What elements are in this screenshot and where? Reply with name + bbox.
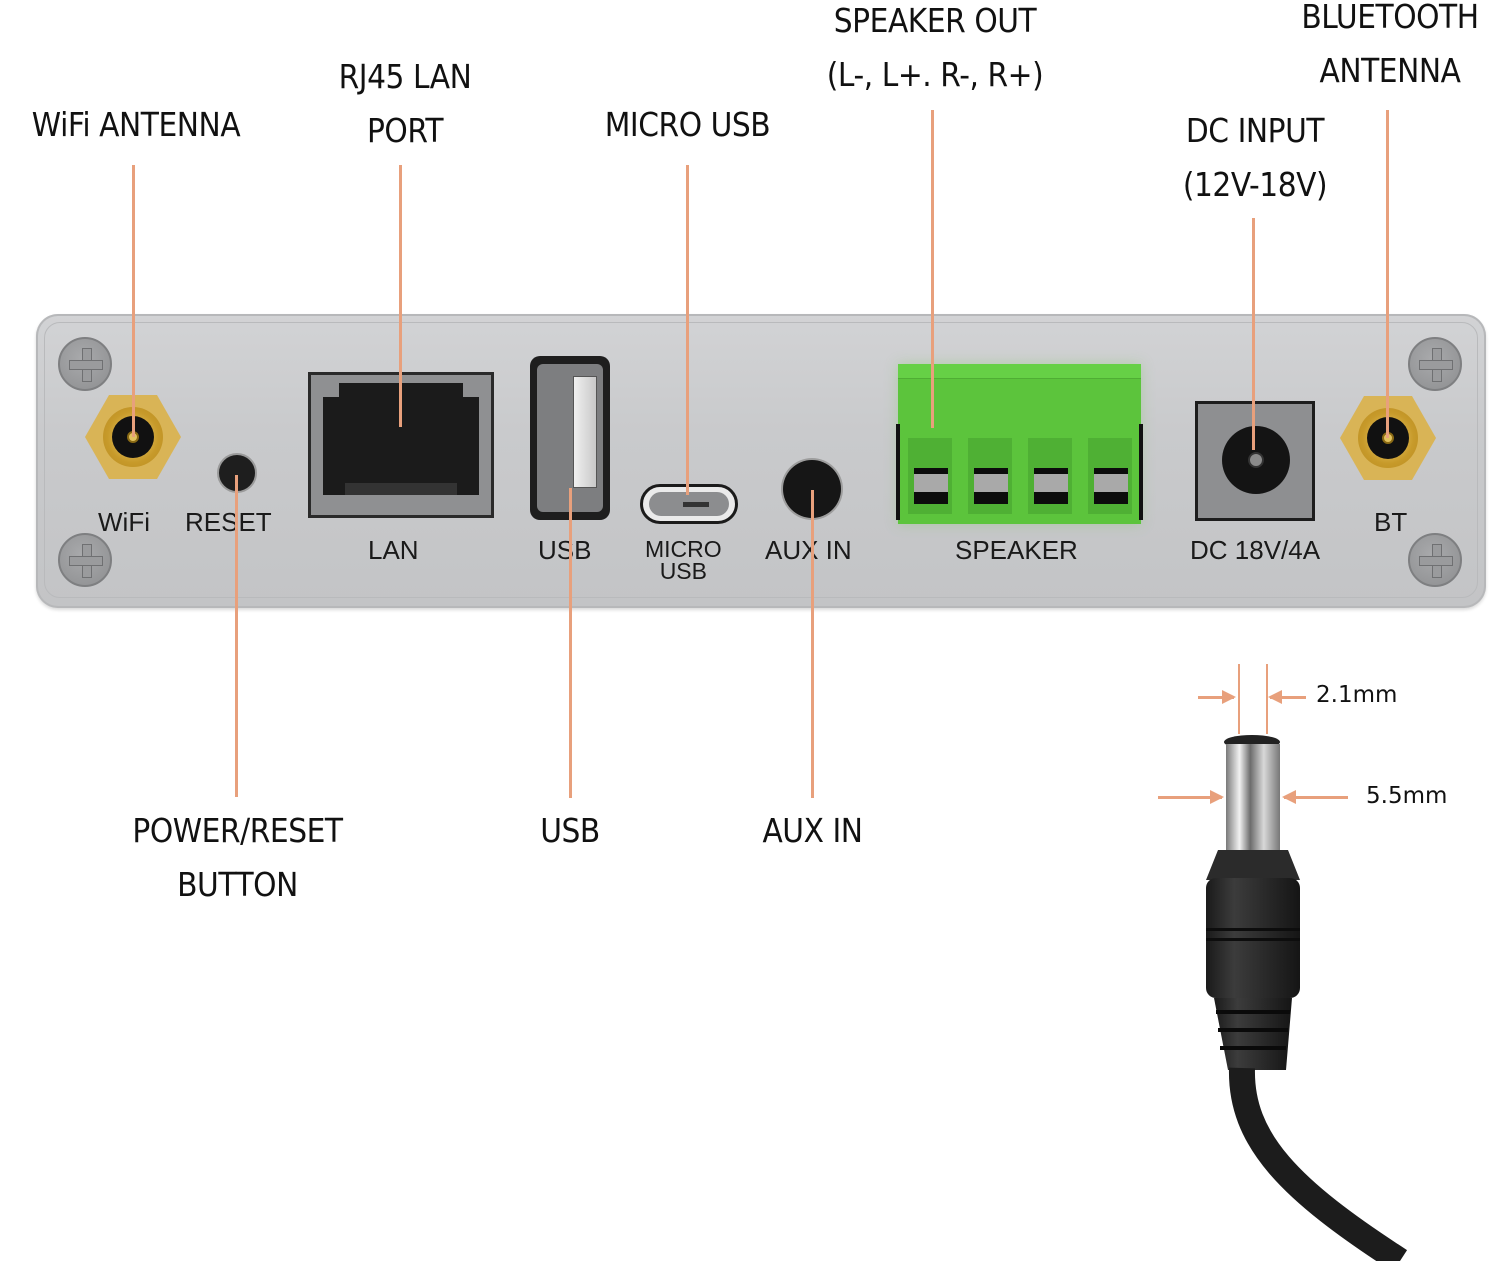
callout-wifi-antenna: WiFi ANTENNA xyxy=(14,98,259,152)
panel-bevel xyxy=(44,322,1478,598)
bluetooth-antenna-connector[interactable] xyxy=(1340,396,1436,480)
plug-rib xyxy=(1216,1010,1290,1014)
panel-label-lan: LAN xyxy=(368,535,419,565)
leader-line-reset xyxy=(235,475,238,797)
callout-line: ANTENNA xyxy=(1319,51,1461,90)
dimension-outer-diameter: 5.5mm xyxy=(1366,783,1448,809)
callout-micro-usb: MICRO USB xyxy=(586,98,789,152)
terminal-l-minus[interactable] xyxy=(908,438,952,514)
usb-tongue xyxy=(573,376,597,488)
lan-latch xyxy=(345,483,457,495)
usb-socket xyxy=(537,364,603,512)
terminal-screw xyxy=(1094,474,1128,492)
callout-line: BUTTON xyxy=(177,865,298,904)
plug-cable xyxy=(1228,1067,1408,1261)
terminal-edge xyxy=(896,424,900,520)
plug-rib xyxy=(1220,1046,1286,1050)
micro-usb-socket xyxy=(649,492,729,516)
terminal-screw xyxy=(974,474,1008,492)
plug-groove xyxy=(1206,928,1300,931)
micro-usb-port[interactable] xyxy=(640,484,738,524)
dimension-arrow xyxy=(1198,690,1236,704)
plug-barrel xyxy=(1226,744,1280,854)
speaker-terminal-block[interactable] xyxy=(896,364,1143,524)
callout-line: PORT xyxy=(366,111,444,150)
leader-line-aux xyxy=(811,490,814,798)
panel-label-bt: BT xyxy=(1374,507,1408,537)
leader-line-wifi xyxy=(132,165,135,437)
panel-label-aux-in: AUX IN xyxy=(765,535,852,565)
panel-label-reset: RESET xyxy=(185,507,272,537)
micro-usb-slot xyxy=(683,502,709,507)
callout-line: RJ45 LAN xyxy=(338,57,472,96)
leader-line-lan xyxy=(399,165,402,427)
terminal-r-minus[interactable] xyxy=(1028,438,1072,514)
panel-label-line: MICRO xyxy=(645,536,722,562)
callout-line: (12V-18V) xyxy=(1182,165,1328,204)
callout-line: DC INPUT xyxy=(1185,111,1325,150)
dimension-arrow xyxy=(1268,690,1306,704)
terminal-r-plus[interactable] xyxy=(1088,438,1132,514)
plug-collar xyxy=(1206,850,1300,880)
leader-line-dc xyxy=(1252,218,1255,450)
callout-line: SPEAKER OUT xyxy=(833,1,1037,40)
dimension-tick xyxy=(1238,664,1240,734)
panel-label-dc: DC 18V/4A xyxy=(1190,535,1321,565)
dimension-tick xyxy=(1266,664,1268,734)
dimension-arrow xyxy=(1282,790,1348,804)
panel-label-micro-usb: MICRO USB xyxy=(645,536,722,584)
callout-text: WiFi ANTENNA xyxy=(31,105,241,144)
callout-text: USB xyxy=(540,811,600,850)
plug-groove xyxy=(1206,938,1300,941)
screw-icon xyxy=(58,533,112,587)
plug-rib xyxy=(1218,1028,1288,1032)
panel-label-wifi: WiFi xyxy=(98,507,150,537)
callout-line: (L-, L+. R-, R+) xyxy=(826,55,1044,94)
terminal-screw xyxy=(914,474,948,492)
leader-line-bt xyxy=(1386,110,1389,438)
terminal-l-plus[interactable] xyxy=(968,438,1012,514)
callout-power-reset-button: POWER/RESET BUTTON xyxy=(114,804,362,912)
panel-label-usb: USB xyxy=(538,535,592,565)
callout-usb: USB xyxy=(516,804,624,858)
dc-power-jack[interactable] xyxy=(1195,401,1315,521)
leader-line-micro-usb xyxy=(686,165,689,495)
callout-rj45-lan-port: RJ45 LAN PORT xyxy=(311,50,500,158)
panel-label-line: USB xyxy=(659,558,707,584)
terminal-edge xyxy=(1139,424,1143,520)
terminal-screw xyxy=(1034,474,1068,492)
dc-jack-pin xyxy=(1248,452,1264,468)
dc-plug-illustration xyxy=(1206,735,1408,1261)
plug-strain-relief xyxy=(1214,998,1292,1070)
callout-text: AUX IN xyxy=(762,811,863,850)
callout-text: MICRO USB xyxy=(604,105,771,144)
leader-line-usb xyxy=(569,488,572,798)
callout-aux-in: AUX IN xyxy=(747,804,878,858)
screw-icon xyxy=(1408,337,1462,391)
panel-label-speaker: SPEAKER xyxy=(955,535,1078,565)
screw-icon xyxy=(1408,533,1462,587)
leader-line-speaker xyxy=(931,110,934,428)
callout-line: POWER/RESET xyxy=(132,811,343,850)
callout-dc-input: DC INPUT (12V-18V) xyxy=(1161,104,1350,212)
dimension-inner-diameter: 2.1mm xyxy=(1316,682,1398,708)
dimension-arrow xyxy=(1158,790,1224,804)
callout-speaker-out: SPEAKER OUT (L-, L+. R-, R+) xyxy=(814,0,1057,102)
terminal-lip xyxy=(898,364,1141,379)
screw-icon xyxy=(58,337,112,391)
callout-line: BLUETOOTH xyxy=(1301,0,1479,36)
callout-bluetooth-antenna: BLUETOOTH ANTENNA xyxy=(1282,0,1498,98)
